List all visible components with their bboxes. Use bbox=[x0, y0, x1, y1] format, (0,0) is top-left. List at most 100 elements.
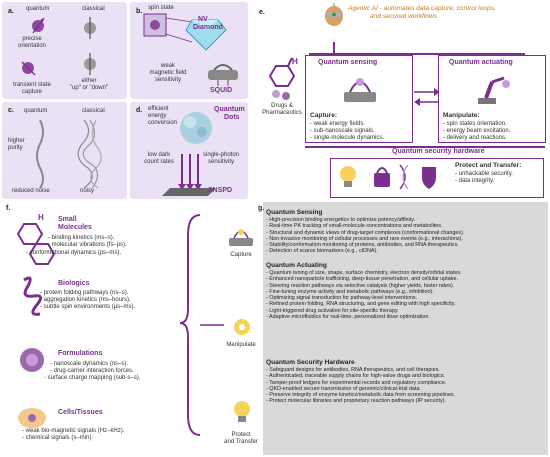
panel-b-label: b. bbox=[136, 8, 143, 15]
spin-icon bbox=[84, 53, 96, 75]
small-molecules-title: Small bbox=[58, 216, 77, 223]
manipulate-icon bbox=[234, 319, 250, 335]
snspd-chip-icon bbox=[162, 188, 216, 196]
panel-d-label: d. bbox=[136, 107, 143, 114]
protect-title: Protect and Transfer: bbox=[455, 162, 522, 169]
a-quantum-label: quantum bbox=[26, 6, 50, 12]
a-up-down: "up" or "down" bbox=[69, 85, 109, 91]
bio-item: - aggregation kinetics (ms–hours). bbox=[40, 297, 131, 303]
b-nv: NV bbox=[198, 16, 208, 23]
manipulate-title: Manipulate: bbox=[443, 112, 480, 119]
d-snspd: SNSPD bbox=[208, 187, 233, 194]
d-energy: energy bbox=[148, 113, 167, 119]
a-either: either bbox=[81, 78, 97, 84]
robot-arm-icon bbox=[478, 76, 510, 104]
lightbulb-icon bbox=[340, 166, 356, 187]
c-reduced-noise: reduced noise bbox=[12, 188, 50, 194]
c-noisy: noisy bbox=[80, 188, 95, 194]
protect-icon bbox=[234, 401, 250, 422]
g-security-item: - Preserve integrity of enzyme kinetics/… bbox=[266, 392, 456, 399]
g-actuating-item: - Enhanced nanoparticle trafficking, dee… bbox=[266, 276, 458, 283]
c-classical-label: classical bbox=[82, 108, 105, 114]
g-sensing-item: - High-precision binding energetics to o… bbox=[266, 217, 416, 223]
security-box bbox=[330, 158, 544, 198]
panel-g-label: g. bbox=[258, 205, 265, 212]
c-purity: purity bbox=[8, 145, 23, 151]
small-item: - binding kinetics (ms–s). bbox=[48, 235, 115, 241]
d-single-photon: single-photon bbox=[202, 152, 240, 158]
manipulate-item: - spin states orientation. bbox=[443, 121, 507, 127]
ai-caption-line1: Agentic AI - automates data capture, con… bbox=[348, 5, 496, 12]
manipulate-item: - energy beam excitation. bbox=[443, 128, 511, 134]
security-divider bbox=[305, 146, 545, 148]
d-low-dark: low dark bbox=[147, 152, 171, 158]
protect-item: - data integrity. bbox=[455, 178, 495, 184]
svg-text:H: H bbox=[292, 57, 298, 66]
cell-icon bbox=[18, 408, 46, 428]
small-molecule-icon: H bbox=[16, 213, 56, 265]
panel-g bbox=[263, 202, 548, 455]
b-spin-state: spin state bbox=[148, 5, 174, 11]
bio-item: - subtle spin environments (μs–ms). bbox=[40, 304, 136, 310]
g-security-item: - QKD-enabled secure transmission of gen… bbox=[266, 385, 421, 392]
spin-icon bbox=[32, 17, 45, 34]
a-transient: transient state bbox=[13, 82, 51, 88]
protect-item: - unhackable security. bbox=[455, 171, 513, 177]
d-count-rates: count rates bbox=[144, 159, 174, 165]
b-squid: SQUID bbox=[210, 87, 233, 94]
f-bracket bbox=[180, 214, 224, 436]
g-security-item: - Tamper-proof ledgers for experimental … bbox=[266, 379, 447, 386]
g-actuating-title: Quantum Actuating bbox=[266, 262, 327, 269]
quantum-sensing-title: Quantum sensing bbox=[318, 59, 378, 66]
f-protect: Protect bbox=[231, 432, 251, 438]
g-sensing-item: - Stability/conformation monitoring of p… bbox=[266, 242, 459, 249]
small-molecules-title: Molecules bbox=[58, 224, 92, 231]
bio-item: - protein folding pathways (ns–s). bbox=[40, 290, 129, 296]
ai-caption-line2: and secured workflows bbox=[370, 13, 438, 20]
g-sensing-item: - Detection of scarce biomarkers (e.g., … bbox=[266, 248, 378, 255]
panel-a bbox=[2, 2, 127, 99]
d-efficient: efficient bbox=[148, 106, 169, 112]
small-item: - molecular vibrations (fs–ps). bbox=[48, 242, 127, 248]
protein-icon bbox=[23, 276, 42, 316]
g-sensing-item: - Non-invasive monitoring of cellular pr… bbox=[266, 235, 463, 242]
panel-f-label: f. bbox=[6, 205, 11, 212]
a-spin-illustrations bbox=[21, 17, 96, 76]
d-quantum: Quantum bbox=[214, 106, 245, 113]
e-pharmaceutics: Pharmaceutics bbox=[262, 110, 302, 116]
panel-c-label: c. bbox=[8, 107, 14, 114]
nanoparticle-icon bbox=[20, 348, 44, 372]
f-capture: Capture bbox=[230, 252, 252, 258]
quantum-actuating-title: Quantum actuating bbox=[449, 59, 513, 66]
panel-e-label: e. bbox=[259, 9, 265, 16]
e-drugs: Drugs & bbox=[271, 103, 293, 109]
nv-diamond-illustration bbox=[143, 13, 238, 86]
g-sensing-item: - Real-time PK tracking of small-molecul… bbox=[266, 223, 443, 230]
d-conversion: conversion bbox=[148, 120, 178, 126]
g-actuating-item: - Adaptive microfluidics for real-time, … bbox=[266, 314, 430, 321]
a-orientation: orientation bbox=[17, 43, 47, 49]
capture-item: - weak energy fields. bbox=[310, 121, 366, 127]
b-magnetic: magnetic field bbox=[149, 70, 187, 76]
capture-item: - single-molecule dynamics. bbox=[310, 135, 385, 141]
f-manipulate: Manipulate bbox=[226, 342, 256, 348]
dna-icon bbox=[399, 164, 409, 190]
g-actuating-item: - Steering reaction pathways via selecti… bbox=[266, 282, 455, 289]
b-weak: weak bbox=[160, 63, 175, 69]
quantum-dots-illustration bbox=[162, 112, 216, 196]
g-actuating-item: - Optimizing signal transduction for pat… bbox=[266, 295, 418, 302]
b-sensitivity: sensitivity bbox=[154, 77, 181, 83]
a-classical-label: classical bbox=[82, 6, 105, 12]
form-item: - nanoscale dynamics (ns–s). bbox=[50, 361, 129, 367]
g-sensing: Quantum Sensing - High-precision binding… bbox=[266, 209, 464, 255]
c-quantum-label: quantum bbox=[24, 108, 48, 114]
form-item: - surface charge mapping (sub-s–s). bbox=[44, 375, 141, 381]
a-capture: capture bbox=[21, 89, 42, 95]
c-wave-illustrations bbox=[36, 119, 102, 189]
manipulate-item: - delivery and reactions. bbox=[443, 135, 507, 141]
g-security-item: - Authenticated, traceable supply chains… bbox=[266, 373, 445, 380]
form-item: - drug-carrier interaction forces. bbox=[50, 368, 134, 374]
capture-item: - sub-nanoscale signals. bbox=[310, 128, 375, 134]
svg-text:H: H bbox=[38, 213, 44, 222]
a-precise: precise bbox=[22, 36, 42, 42]
